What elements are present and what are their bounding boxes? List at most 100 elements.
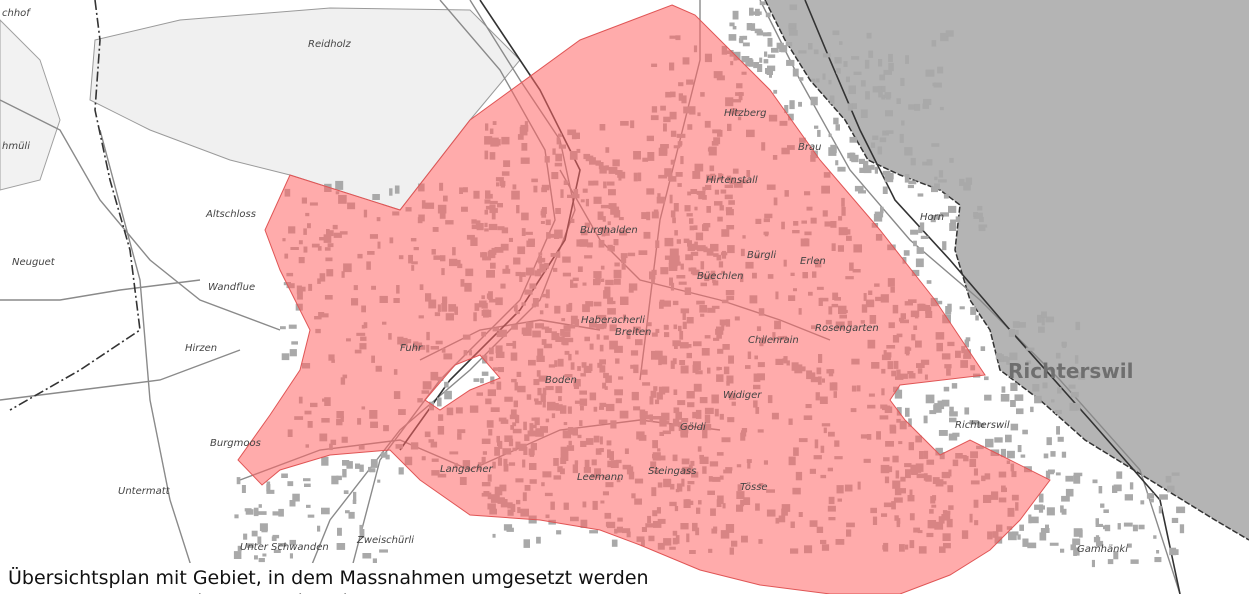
building [1020,454,1026,458]
building [908,180,917,185]
place-labels: chhof Reidholz hmüli Altschloss Neuguet … [2,8,1133,555]
building [834,57,842,64]
building [355,463,361,469]
building [1171,517,1179,523]
building [860,80,866,87]
building [753,62,759,69]
building [1068,384,1076,389]
building [829,95,835,105]
building [444,381,449,388]
building [863,160,869,168]
building [816,78,820,83]
building [343,490,349,494]
building [904,147,913,156]
building [874,211,884,218]
building [1039,532,1047,541]
building [920,235,929,239]
building [503,524,513,531]
building [733,51,741,61]
building [788,113,794,121]
building [789,4,798,11]
building [1010,423,1019,431]
building [884,92,892,99]
building [394,185,400,194]
building [1006,357,1010,365]
building [1158,505,1162,514]
building [258,504,262,508]
building [905,407,910,417]
building [266,481,271,487]
building [922,103,929,109]
building [828,133,832,138]
building [1129,482,1134,490]
building [759,57,763,63]
building [872,86,882,93]
building [281,473,288,478]
building [266,489,275,494]
building [342,469,347,478]
building [359,464,364,472]
building [1030,406,1034,413]
building [1017,322,1026,328]
building [885,110,893,117]
building [948,205,957,213]
building [1093,536,1101,543]
building [1072,538,1081,546]
label-bueechlen: Büechlen [697,271,743,282]
building [1154,557,1162,563]
building [949,406,954,415]
building [851,154,859,163]
building [765,12,771,18]
building [828,79,832,85]
building [289,539,296,546]
building [858,190,866,194]
building [1104,524,1111,532]
building [304,483,311,487]
building [1051,399,1055,403]
building [894,389,903,399]
building [1030,516,1039,524]
building [813,49,819,55]
building [837,166,846,172]
building [1056,426,1060,435]
building [385,454,390,460]
label-toesse: Tösse [740,482,768,493]
building [289,349,297,357]
building [1045,316,1055,323]
building [878,90,883,98]
building [934,176,938,181]
building [1132,524,1138,532]
building [980,346,986,351]
label-fuhr: Fuhr [400,343,423,354]
building [788,30,798,36]
building [879,137,887,143]
building [940,32,949,42]
building [817,129,821,137]
building [437,397,442,407]
building [1096,540,1104,547]
label-langacher: Langacher [440,464,494,475]
label-unter-schwanden: Unter Schwanden [240,542,329,553]
building [342,460,350,466]
building [1165,475,1172,483]
building [767,32,771,36]
building [741,56,750,63]
building [1055,472,1061,476]
building [1140,500,1145,505]
building [1046,437,1052,446]
building [389,188,393,196]
building [882,186,888,194]
building [1176,506,1186,514]
building [1060,505,1064,513]
building [881,94,886,100]
building [335,180,344,190]
building [1171,472,1180,476]
building [379,549,388,553]
building [925,394,935,404]
label-chhof: chhof [2,8,31,19]
building [480,378,484,384]
building [885,130,894,134]
building [910,157,916,166]
building [951,383,958,389]
